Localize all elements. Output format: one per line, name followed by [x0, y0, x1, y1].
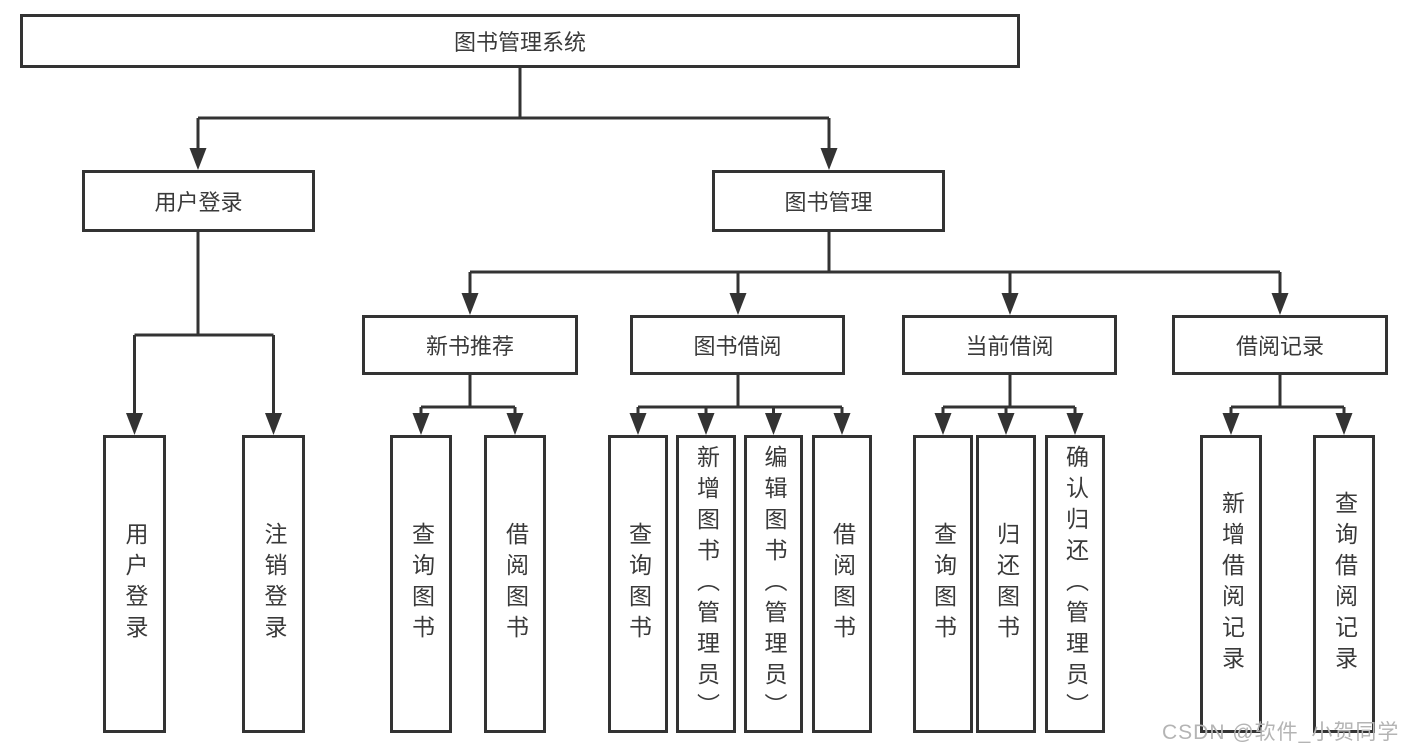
node-borrow-records: 借阅记录: [1172, 315, 1388, 375]
leaf-borrow-books-newrec-label: 借阅图书: [502, 522, 529, 646]
root-node-label: 图书管理系统: [453, 30, 586, 55]
leaf-query-books-current: 查询图书: [913, 435, 973, 733]
leaf-add-borrow-record-label: 新增借阅记录: [1218, 491, 1245, 677]
leaf-user-login-label: 用户登录: [122, 522, 148, 646]
root-node-library-system: 图书管理系统: [20, 14, 1020, 68]
leaf-edit-books-admin: 编辑图书（管理员）: [744, 435, 803, 733]
leaf-query-borrow-record-label: 查询借阅记录: [1331, 491, 1358, 677]
node-user-login: 用户登录: [82, 170, 315, 232]
leaf-query-books-borrow: 查询图书: [608, 435, 668, 733]
node-new-book-recommend-label: 新书推荐: [425, 334, 514, 359]
leaf-query-books-current-label: 查询图书: [930, 522, 957, 646]
node-book-management: 图书管理: [712, 170, 945, 232]
leaf-query-books-newrec-label: 查询图书: [408, 522, 435, 646]
csdn-watermark: CSDN @软件_小贺同学: [1162, 721, 1400, 744]
leaf-query-borrow-record: 查询借阅记录: [1313, 435, 1375, 733]
leaf-add-books-admin: 新增图书（管理员）: [676, 435, 736, 733]
leaf-borrow-books-borrow: 借阅图书: [812, 435, 872, 733]
leaf-add-borrow-record: 新增借阅记录: [1200, 435, 1262, 733]
leaf-confirm-return-admin: 确认归还（管理员）: [1045, 435, 1105, 733]
leaf-logout: 注销登录: [242, 435, 305, 733]
node-current-borrow-label: 当前借阅: [965, 334, 1054, 359]
node-book-borrow-label: 图书借阅: [693, 334, 782, 359]
node-new-book-recommend: 新书推荐: [362, 315, 578, 375]
tree-edges: [133, 67, 1346, 414]
leaf-borrow-books-borrow-label: 借阅图书: [829, 522, 856, 646]
leaf-user-login: 用户登录: [103, 435, 166, 733]
leaf-logout-label: 注销登录: [261, 522, 287, 646]
leaf-query-books-newrec: 查询图书: [390, 435, 452, 733]
node-book-management-label: 图书管理: [784, 190, 873, 215]
node-current-borrow: 当前借阅: [902, 315, 1117, 375]
leaf-confirm-return-admin-label: 确认归还（管理员）: [1062, 444, 1089, 724]
node-book-borrow: 图书借阅: [630, 315, 845, 375]
leaf-query-books-borrow-label: 查询图书: [625, 522, 652, 646]
leaf-borrow-books-newrec: 借阅图书: [484, 435, 546, 733]
node-user-login-label: 用户登录: [154, 190, 243, 215]
leaf-edit-books-admin-label: 编辑图书（管理员）: [761, 444, 787, 724]
leaf-return-books-label: 归还图书: [993, 522, 1020, 646]
leaf-add-books-admin-label: 新增图书（管理员）: [693, 444, 720, 724]
leaf-return-books: 归还图书: [976, 435, 1036, 733]
arrowheads: [126, 148, 1353, 435]
node-borrow-records-label: 借阅记录: [1235, 334, 1324, 359]
